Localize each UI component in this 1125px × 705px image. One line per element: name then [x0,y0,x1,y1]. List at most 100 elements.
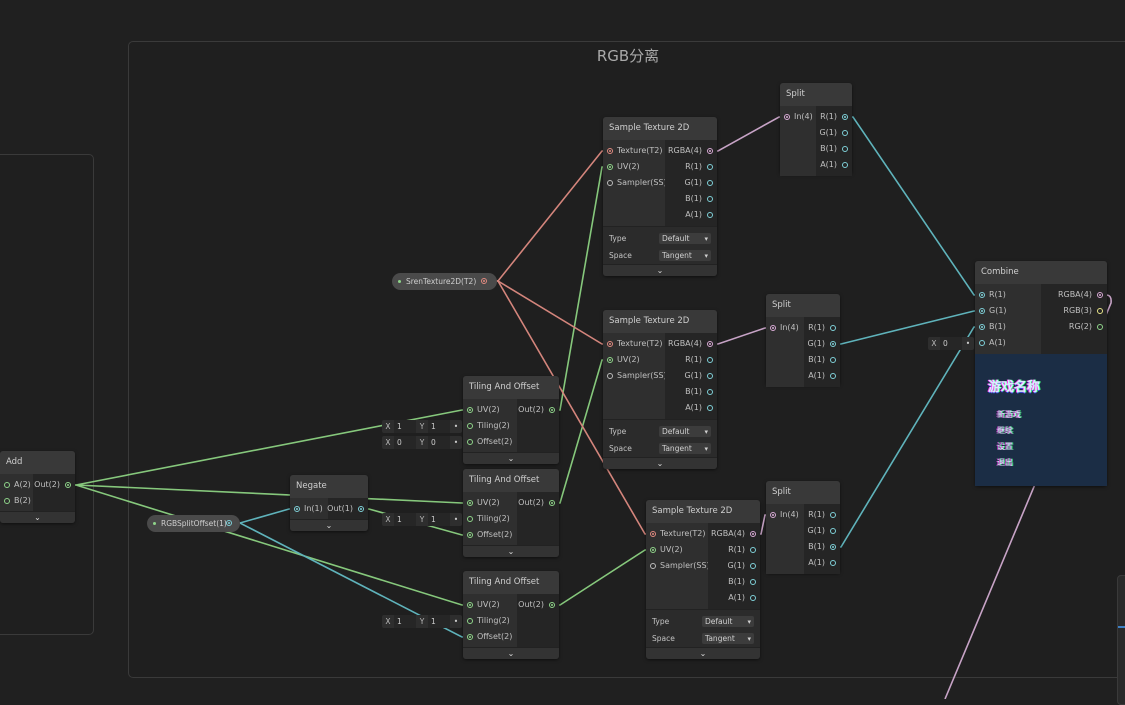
sampler-port-icon[interactable] [607,180,613,186]
vector2-port-icon[interactable] [549,500,555,506]
output-port[interactable]: B(1) [820,142,848,156]
y-input[interactable]: 1 [428,513,450,526]
vector4-port-icon[interactable] [784,114,790,120]
vector2-port-icon[interactable] [4,482,10,488]
input-port[interactable]: Tiling(2) [467,614,510,628]
output-port[interactable]: R(1) [820,110,848,124]
float-port-icon[interactable] [842,114,848,120]
output-port[interactable]: RGB(3) [1063,304,1103,318]
vector2-port-icon[interactable] [549,602,555,608]
vector2-port-icon[interactable] [549,407,555,413]
output-port[interactable]: RG(2) [1069,320,1103,334]
input-port[interactable]: UV(2) [607,353,640,367]
input-port[interactable]: B(1) [979,320,1006,334]
output-port[interactable]: Out(2) [518,598,555,612]
y-input[interactable]: 1 [428,615,450,628]
wire-split1-r-to-combine[interactable] [845,116,982,296]
wire-sample1-to-split[interactable] [710,116,787,152]
output-port[interactable]: G(1) [819,126,848,140]
vector2-port-icon[interactable] [1097,324,1103,330]
float-port-icon[interactable] [707,405,713,411]
float-port-icon[interactable] [294,506,300,512]
input-port[interactable]: Offset(2) [467,435,512,449]
vector4-port-icon[interactable] [770,325,776,331]
vector2-port-icon[interactable] [467,407,473,413]
float-port-icon[interactable] [979,308,985,314]
vector2-port-icon[interactable] [467,500,473,506]
collapse-chevron-icon[interactable]: ⌄ [646,647,760,659]
input-port[interactable]: UV(2) [467,598,500,612]
collapse-chevron-icon[interactable]: ⌄ [603,457,717,469]
float-port-icon[interactable] [707,180,713,186]
output-port[interactable]: B(1) [808,353,836,367]
input-port[interactable]: In(1) [294,502,323,516]
input-port[interactable]: In(4) [770,321,799,335]
output-port[interactable]: RGBA(4) [668,337,713,351]
collapse-chevron-icon[interactable]: ⌄ [0,511,75,523]
input-port[interactable]: UV(2) [650,543,683,557]
collapse-chevron-icon[interactable]: ⌄ [463,545,559,557]
output-port[interactable]: G(1) [807,337,836,351]
input-port[interactable]: Sampler(SS) [607,176,667,190]
output-port[interactable]: A(1) [728,591,756,605]
vector2-port-icon[interactable] [467,634,473,640]
vector2-port-icon[interactable] [467,439,473,445]
sampler-port-icon[interactable] [607,373,613,379]
wire-split3-b-to-combine[interactable] [833,326,982,548]
x-input[interactable]: 1 [394,615,416,628]
float-port-icon[interactable] [830,357,836,363]
vector4-port-icon[interactable] [750,531,756,537]
vector2-port-icon[interactable] [65,482,71,488]
float-port-icon[interactable] [830,512,836,518]
vector4-port-icon[interactable] [1097,292,1103,298]
vector2-port-icon[interactable] [607,164,613,170]
float-port-icon[interactable] [979,292,985,298]
input-port[interactable]: Sampler(SS) [650,559,710,573]
output-port[interactable]: RGBA(4) [711,527,756,541]
texture-port-icon[interactable] [481,278,487,284]
type-dropdown[interactable]: Default [659,426,711,438]
screen-texture-property[interactable]: SrenTexture2D(T2) [392,273,497,290]
texture-port-icon[interactable] [607,341,613,347]
sampler-port-icon[interactable] [650,563,656,569]
input-port[interactable]: G(1) [979,304,1007,318]
output-port[interactable]: Out(2) [518,496,555,510]
input-port[interactable]: UV(2) [607,160,640,174]
input-port[interactable]: B(2) [4,494,31,508]
texture-port-icon[interactable] [607,148,613,154]
output-port[interactable]: RGBA(4) [1058,288,1103,302]
float-port-icon[interactable] [830,325,836,331]
x-input[interactable]: 0 [394,436,416,449]
wire-add-to-tiling3[interactable] [68,484,470,606]
float-port-icon[interactable] [979,324,985,330]
output-port[interactable]: B(1) [728,575,756,589]
float-port-icon[interactable] [707,357,713,363]
input-port[interactable]: Tiling(2) [467,419,510,433]
vector2-port-icon[interactable] [4,498,10,504]
input-port[interactable]: A(2) [4,478,31,492]
float-port-icon[interactable] [750,563,756,569]
output-port[interactable]: R(1) [685,160,713,174]
collapse-chevron-icon[interactable]: ⌄ [603,264,717,276]
vector2-port-icon[interactable] [467,423,473,429]
wire-add-to-tiling2[interactable] [68,484,470,504]
collapse-chevron-icon[interactable]: ⌄ [290,519,368,531]
output-port[interactable]: G(1) [684,176,713,190]
collapse-chevron-icon[interactable]: ⌄ [463,647,559,659]
output-port[interactable]: B(1) [808,540,836,554]
texture-port-icon[interactable] [650,531,656,537]
output-port[interactable]: R(1) [808,508,836,522]
output-port[interactable]: A(1) [685,401,713,415]
